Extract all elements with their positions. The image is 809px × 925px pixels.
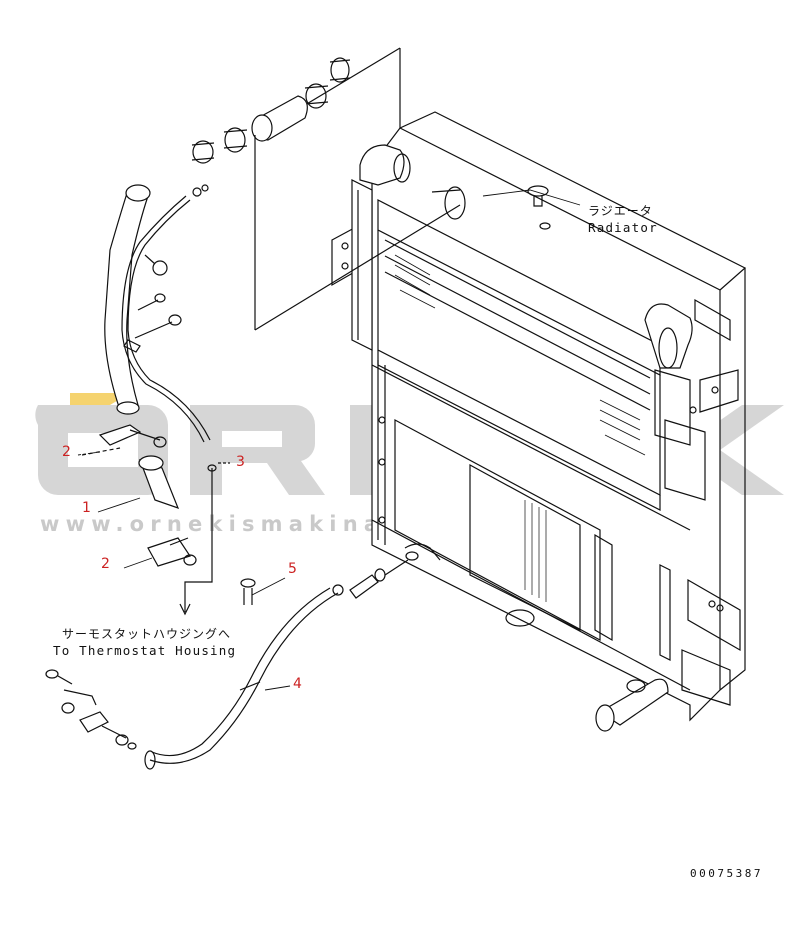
- callout-2a: 2: [62, 444, 71, 460]
- radiator-assembly: [331, 111, 747, 732]
- callout-1-leader: [97, 497, 141, 513]
- callout-1: 1: [82, 500, 91, 516]
- callout-2b: 2: [101, 556, 110, 572]
- thermostat-label-jp: サーモスタットハウジングへ: [62, 627, 232, 641]
- thermostat-label-en: To Thermostat Housing: [53, 643, 237, 658]
- callout-5: 5: [288, 561, 297, 577]
- callout-5-leader: [251, 577, 286, 596]
- callout-4-leader: [264, 685, 291, 691]
- leader-lines: [77, 189, 581, 691]
- thermostat-hose-group: [81, 424, 230, 616]
- hose-clamps-upper: [191, 57, 351, 164]
- radiator-leader: [482, 189, 581, 206]
- callout-4: 4: [293, 676, 302, 692]
- radiator-label-jp: ラジエータ: [588, 204, 653, 218]
- upper-hose-group: [104, 47, 461, 443]
- callout-2b-leader: [123, 557, 153, 569]
- drawing-code: 00075387: [690, 867, 763, 880]
- drain-hose-group: [45, 559, 409, 770]
- callout-3: 3: [236, 454, 245, 470]
- radiator-label-en: Radiator: [588, 220, 658, 235]
